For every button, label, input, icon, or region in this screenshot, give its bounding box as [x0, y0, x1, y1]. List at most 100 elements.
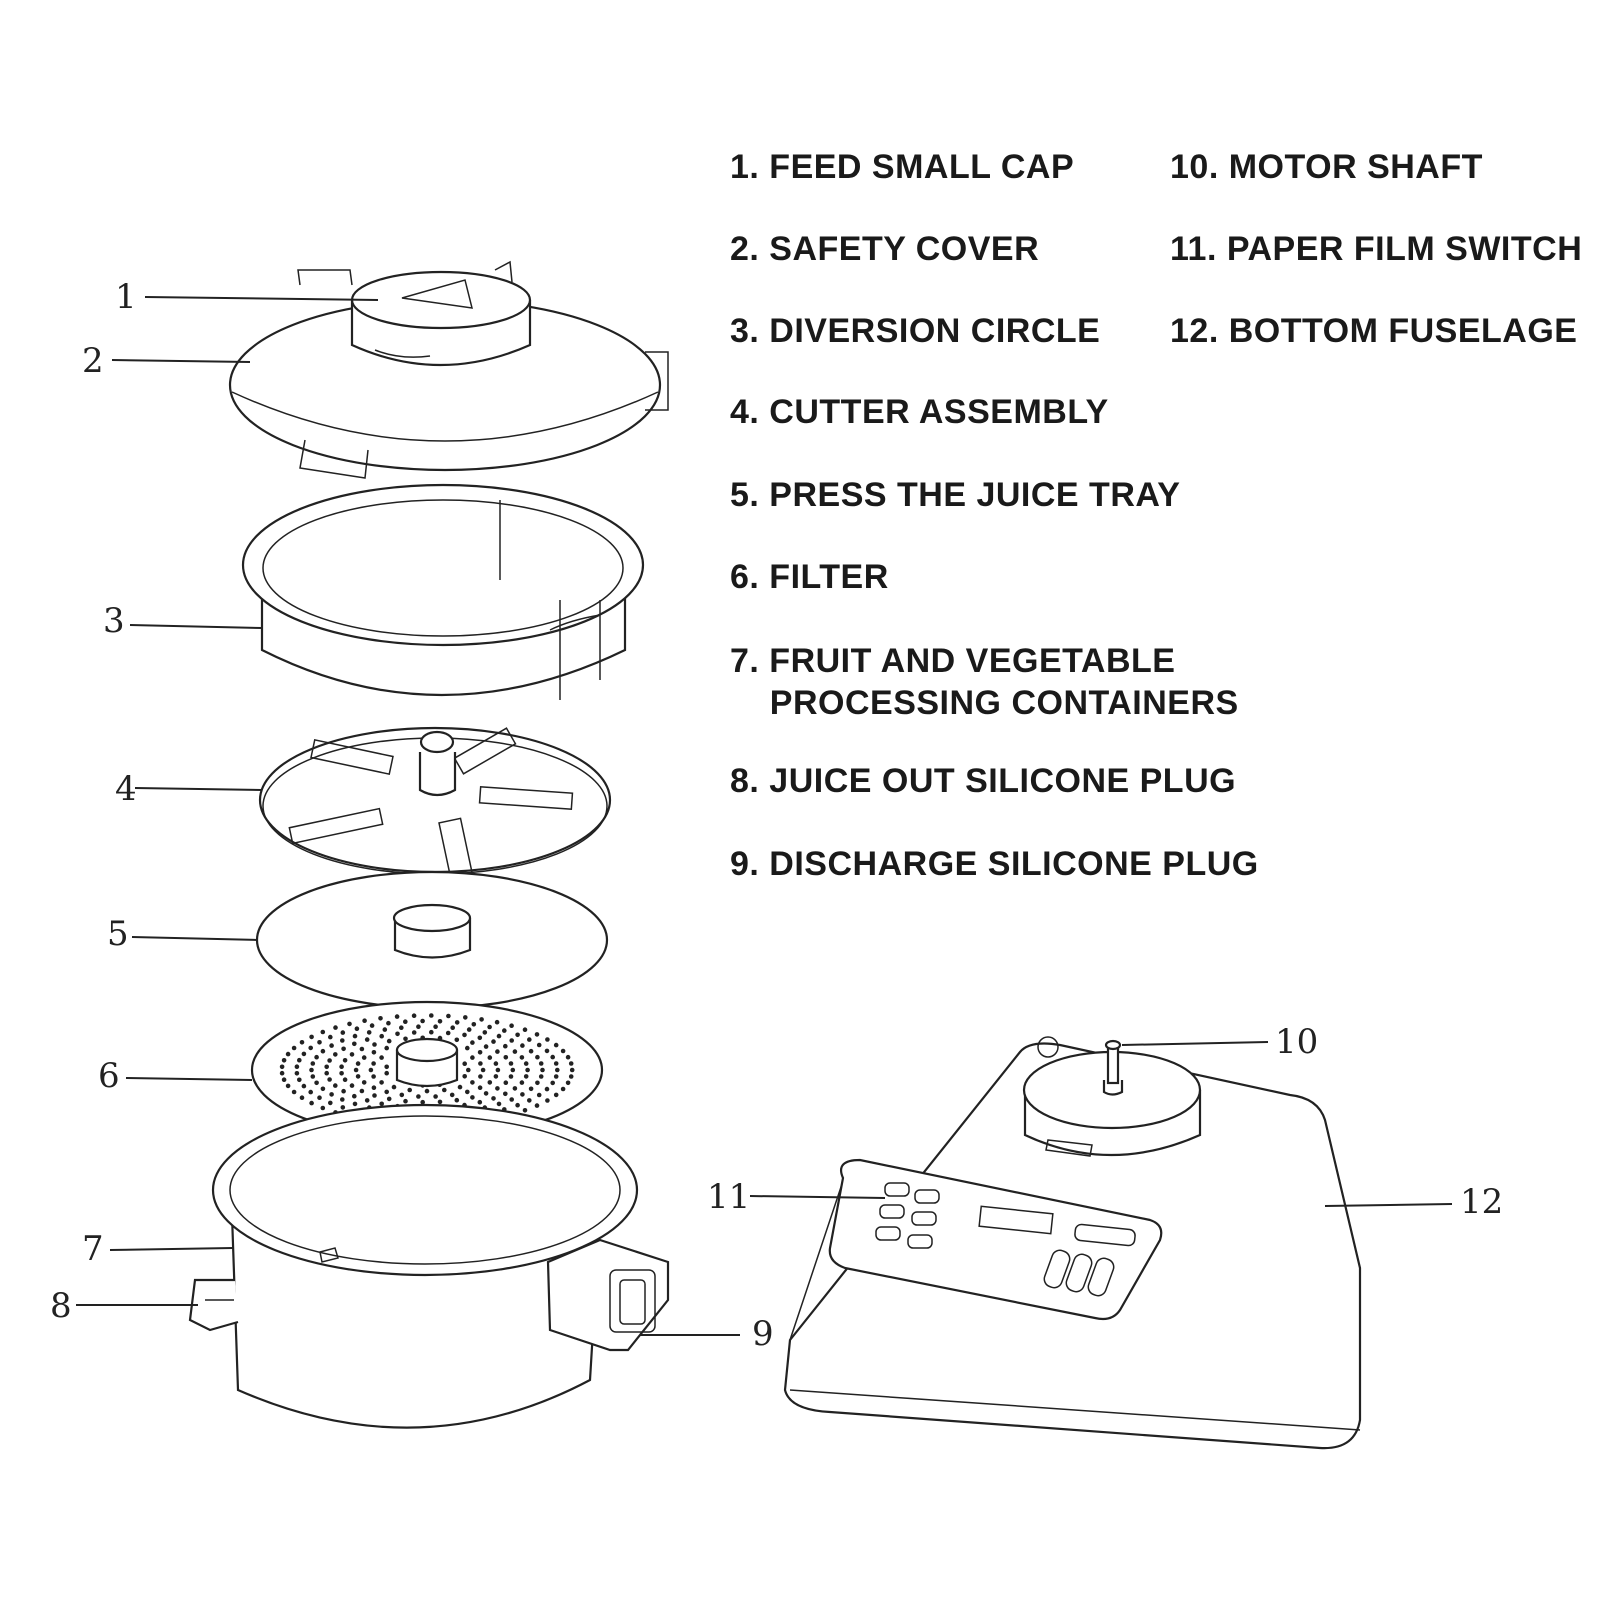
filter-hole [364, 1098, 370, 1103]
filter-hole [382, 1027, 388, 1032]
filter-hole [361, 1080, 367, 1085]
filter-hole [285, 1051, 291, 1057]
filter-hole [333, 1025, 338, 1030]
filter-hole [512, 1049, 518, 1054]
filter-hole [437, 1099, 443, 1105]
filter-hole [515, 1102, 520, 1108]
callout-2: 2 [82, 341, 251, 381]
filter-hole [569, 1067, 575, 1073]
legend-item-1: 1. FEED SMALL CAP [730, 148, 1075, 186]
filter-hole [308, 1089, 314, 1095]
legend-item-11: 11. PAPER FILM SWITCH [1170, 230, 1583, 268]
filter-hole [525, 1067, 530, 1073]
filter-hole [482, 1030, 488, 1035]
filter-hole [328, 1034, 333, 1040]
svg-text:11: 11 [707, 1177, 750, 1217]
filter-hole [320, 1048, 326, 1054]
filter-hole [372, 1042, 377, 1047]
legend-item-10: 10. MOTOR SHAFT [1170, 148, 1483, 186]
filter [250, 1000, 604, 1140]
filter-hole [403, 1019, 408, 1024]
filter-hole [394, 1014, 400, 1019]
filter-hole [523, 1074, 529, 1079]
filter-hole [508, 1061, 514, 1066]
filter-hole [347, 1021, 352, 1027]
filter-hole [352, 1041, 357, 1047]
filter-hole [523, 1061, 529, 1066]
filter-hole [544, 1048, 550, 1054]
filter-hole [291, 1089, 297, 1095]
filter-hole [449, 1092, 455, 1098]
filter-hole [535, 1080, 540, 1086]
filter-hole [545, 1098, 550, 1103]
filter-hole [359, 1046, 365, 1052]
filter-hole [568, 1074, 574, 1079]
filter-hole [281, 1077, 287, 1082]
filter-hole [540, 1067, 545, 1073]
filter-hole [545, 1037, 550, 1042]
filter-hole [477, 1085, 483, 1090]
filter-hole [384, 1070, 390, 1076]
filter-hole [522, 1027, 528, 1032]
filter-hole [553, 1042, 559, 1048]
filter-hole [301, 1051, 307, 1057]
filter-hole [379, 1080, 384, 1085]
filter-hole [510, 1067, 516, 1073]
filter-hole [355, 1061, 361, 1066]
filter-hole [310, 1074, 316, 1079]
filter-hole [314, 1080, 319, 1086]
filter-hole [327, 1077, 332, 1082]
filter-hole [416, 1024, 421, 1029]
filter-hole [437, 1019, 443, 1024]
filter-hole [285, 1083, 291, 1089]
filter-hole [442, 1087, 447, 1093]
filter-hole [550, 1054, 555, 1060]
filter-hole [379, 1101, 385, 1107]
filter-hole [403, 1098, 408, 1104]
filter-hole [291, 1045, 297, 1051]
filter-hole [565, 1054, 571, 1060]
filter-hole [445, 1030, 451, 1036]
filter-hole [457, 1084, 463, 1090]
filter-hole [371, 1085, 377, 1090]
filter-hole [364, 1037, 370, 1042]
filter-hole [371, 1061, 376, 1066]
filter-hole [403, 1036, 408, 1042]
filter-hole [341, 1046, 346, 1052]
filter-hole [463, 1015, 468, 1020]
filter-hole [560, 1086, 566, 1092]
juice-tray [255, 870, 609, 1010]
filter-hole [553, 1092, 559, 1098]
filter-hole [309, 1100, 314, 1106]
filter-hole [509, 1097, 514, 1102]
filter-hole [424, 1088, 430, 1094]
filter-hole [433, 1024, 438, 1029]
safety-cover [228, 260, 669, 479]
filter-hole [483, 1044, 489, 1049]
filter-hole [361, 1055, 367, 1060]
callout-4: 4 [115, 769, 263, 809]
filter-hole [503, 1080, 509, 1085]
svg-text:5: 5 [107, 914, 129, 954]
juice-out-plug [188, 1278, 239, 1332]
filter-hole [384, 1064, 390, 1070]
filter-hole [512, 1086, 518, 1091]
callout-10: 10 [1121, 1022, 1318, 1062]
filter-hole [420, 1018, 425, 1024]
filter-hole [320, 1086, 326, 1092]
svg-text:6: 6 [98, 1056, 120, 1096]
filter-hole [294, 1064, 300, 1069]
legend-item-5: 5. PRESS THE JUICE TRAY [730, 476, 1181, 514]
filter-hole [544, 1086, 550, 1092]
filter-hole [527, 1098, 532, 1103]
filter-hole [320, 1029, 326, 1035]
filter-hole [324, 1064, 330, 1070]
filter-hole [462, 1074, 468, 1079]
filter-hole [324, 1070, 330, 1076]
filter-hole [520, 1043, 525, 1048]
svg-text:3: 3 [103, 601, 125, 641]
filter-hole [308, 1045, 314, 1051]
filter-hole [519, 1055, 525, 1060]
callout-1: 1 [115, 277, 379, 317]
